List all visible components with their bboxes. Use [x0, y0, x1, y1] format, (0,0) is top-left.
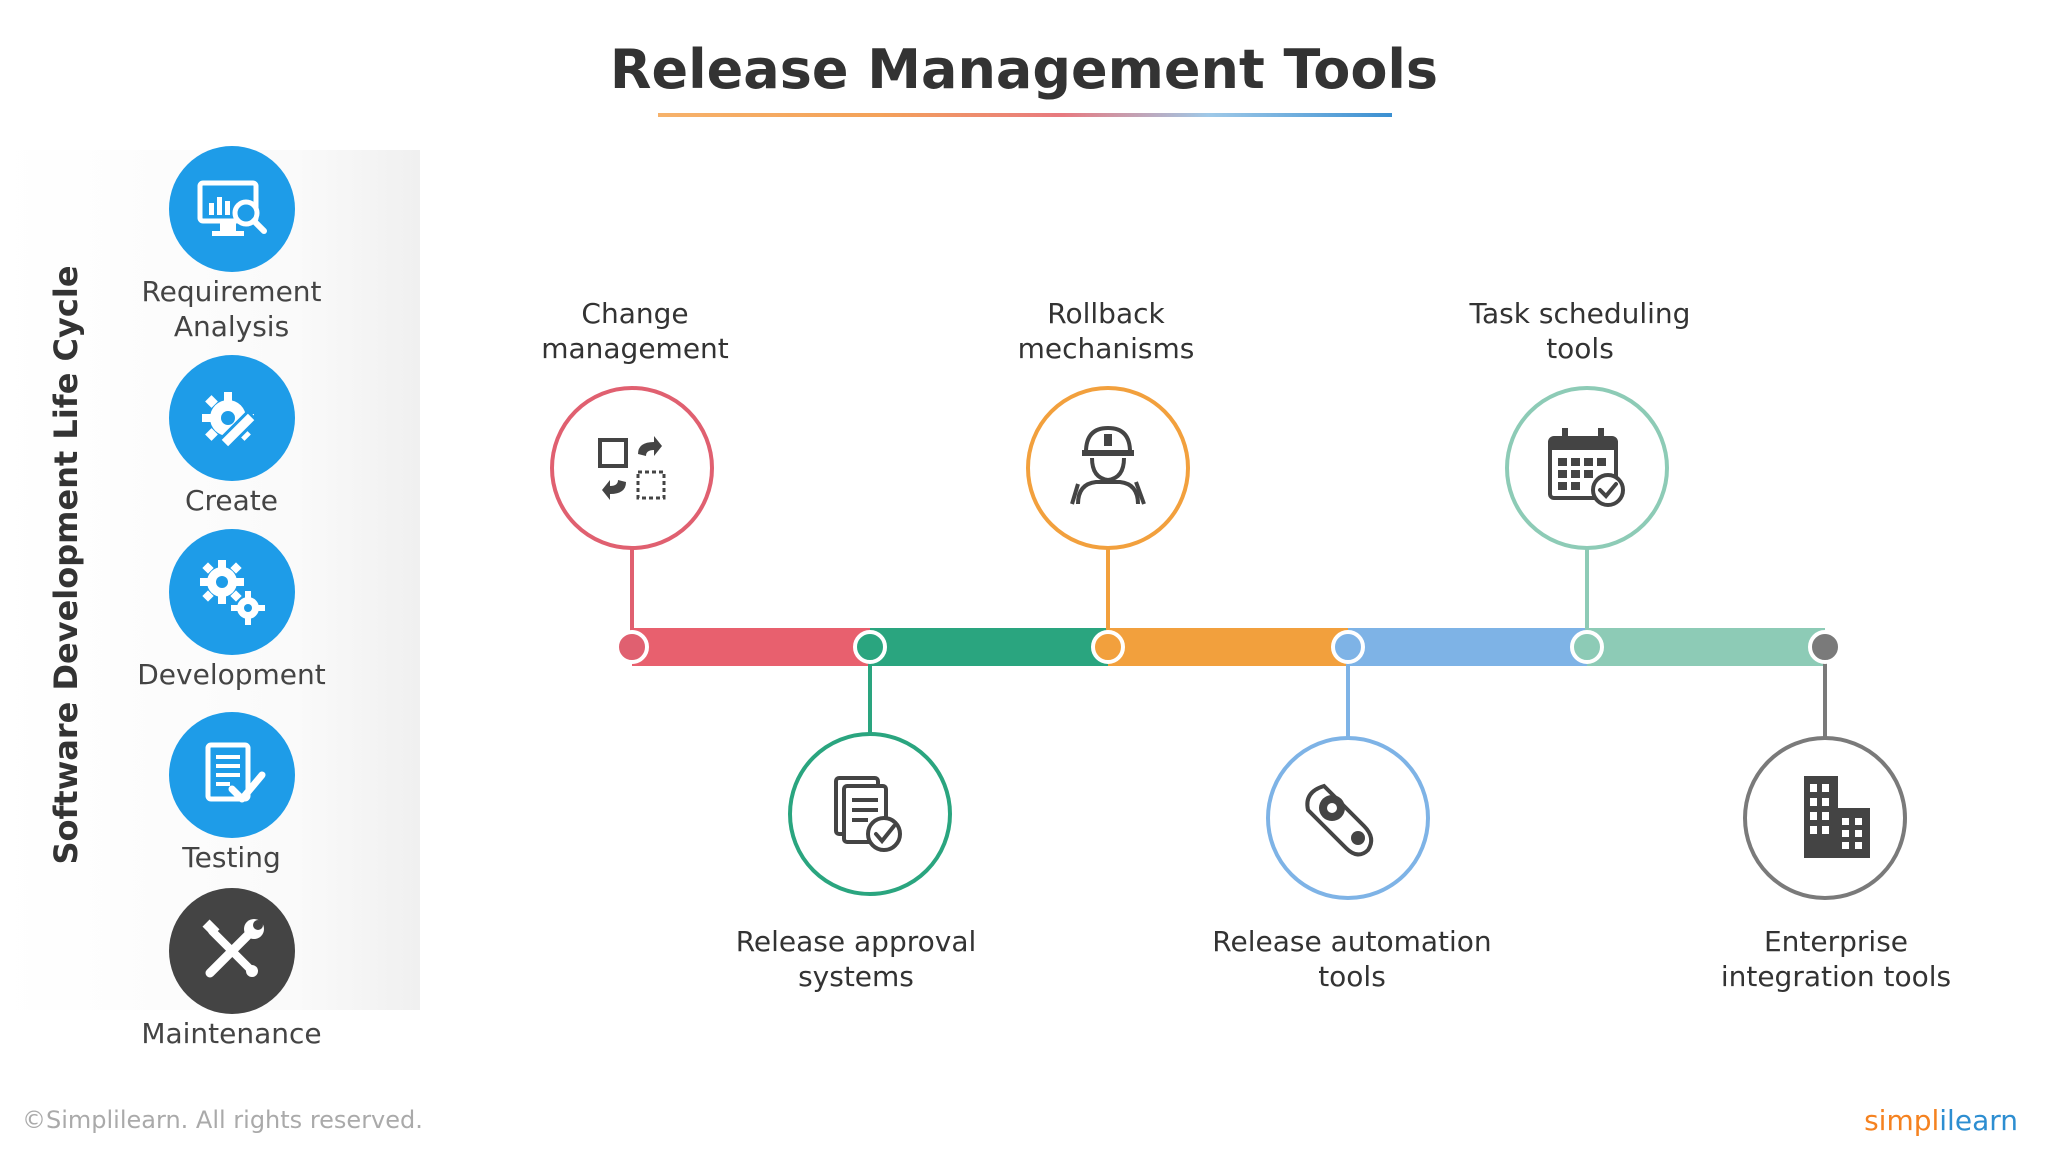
- phase-label: Maintenance: [141, 1017, 322, 1050]
- node-label-rollback: Rollback mechanisms: [1017, 297, 1195, 365]
- gears-icon: [168, 529, 295, 655]
- document-check-icon: [168, 712, 295, 838]
- phase-label: Testing: [182, 841, 281, 874]
- brand-logo-part: simpl: [1864, 1104, 1940, 1137]
- phase-testing: Testing: [130, 712, 333, 875]
- phase-maintenance: Maintenance: [130, 888, 333, 1051]
- timeline-segment: [1108, 628, 1348, 666]
- timeline-joint: [1570, 630, 1604, 664]
- page-title: Release Management Tools: [609, 38, 1439, 101]
- change-icon: [598, 436, 666, 500]
- gear-pencil-icon: [168, 355, 295, 481]
- timeline-segment: [632, 628, 870, 666]
- node-label-change-management: Change management: [541, 297, 729, 365]
- node-label-enterprise-integration: Enterprise integration tools: [1720, 925, 1952, 993]
- worker-icon: [1070, 425, 1146, 505]
- timeline-joint: [1331, 630, 1365, 664]
- copyright-text: ©Simplilearn. All rights reserved.: [22, 1106, 423, 1134]
- brand-logo: simplilearn: [1864, 1104, 2018, 1137]
- phase-label: Development: [137, 658, 326, 691]
- node-circle: [1026, 386, 1190, 550]
- timeline-segment: [1348, 628, 1587, 666]
- phase-requirement-analysis: Requirement Analysis: [130, 146, 333, 344]
- node-circle: [550, 386, 714, 550]
- phase-label: Requirement Analysis: [141, 275, 322, 343]
- calendar-icon: [1548, 428, 1625, 507]
- node-circle: [1266, 736, 1430, 900]
- monitor-analysis-icon: [168, 146, 295, 272]
- automation-icon: [1305, 783, 1374, 857]
- timeline-joint: [1091, 630, 1125, 664]
- phase-development: Development: [130, 529, 333, 692]
- building-icon: [1804, 776, 1870, 858]
- phase-label: Create: [184, 484, 279, 517]
- timeline-joint: [615, 630, 649, 664]
- tools-icon: [168, 888, 295, 1014]
- timeline-segment: [870, 628, 1108, 666]
- node-label-release-approval: Release approval systems: [735, 925, 977, 993]
- node-label-release-automation: Release automation tools: [1212, 925, 1492, 993]
- phase-create: Create: [130, 355, 333, 518]
- node-circle: [1505, 386, 1669, 550]
- node-label-task-scheduling: Task scheduling tools: [1469, 297, 1691, 365]
- title-underline: [658, 113, 1392, 117]
- timeline-segment: [1587, 628, 1825, 666]
- brand-logo-part: ilearn: [1939, 1104, 2018, 1137]
- timeline-joint: [1808, 630, 1842, 664]
- timeline-joint: [853, 630, 887, 664]
- approval-icon: [834, 776, 902, 852]
